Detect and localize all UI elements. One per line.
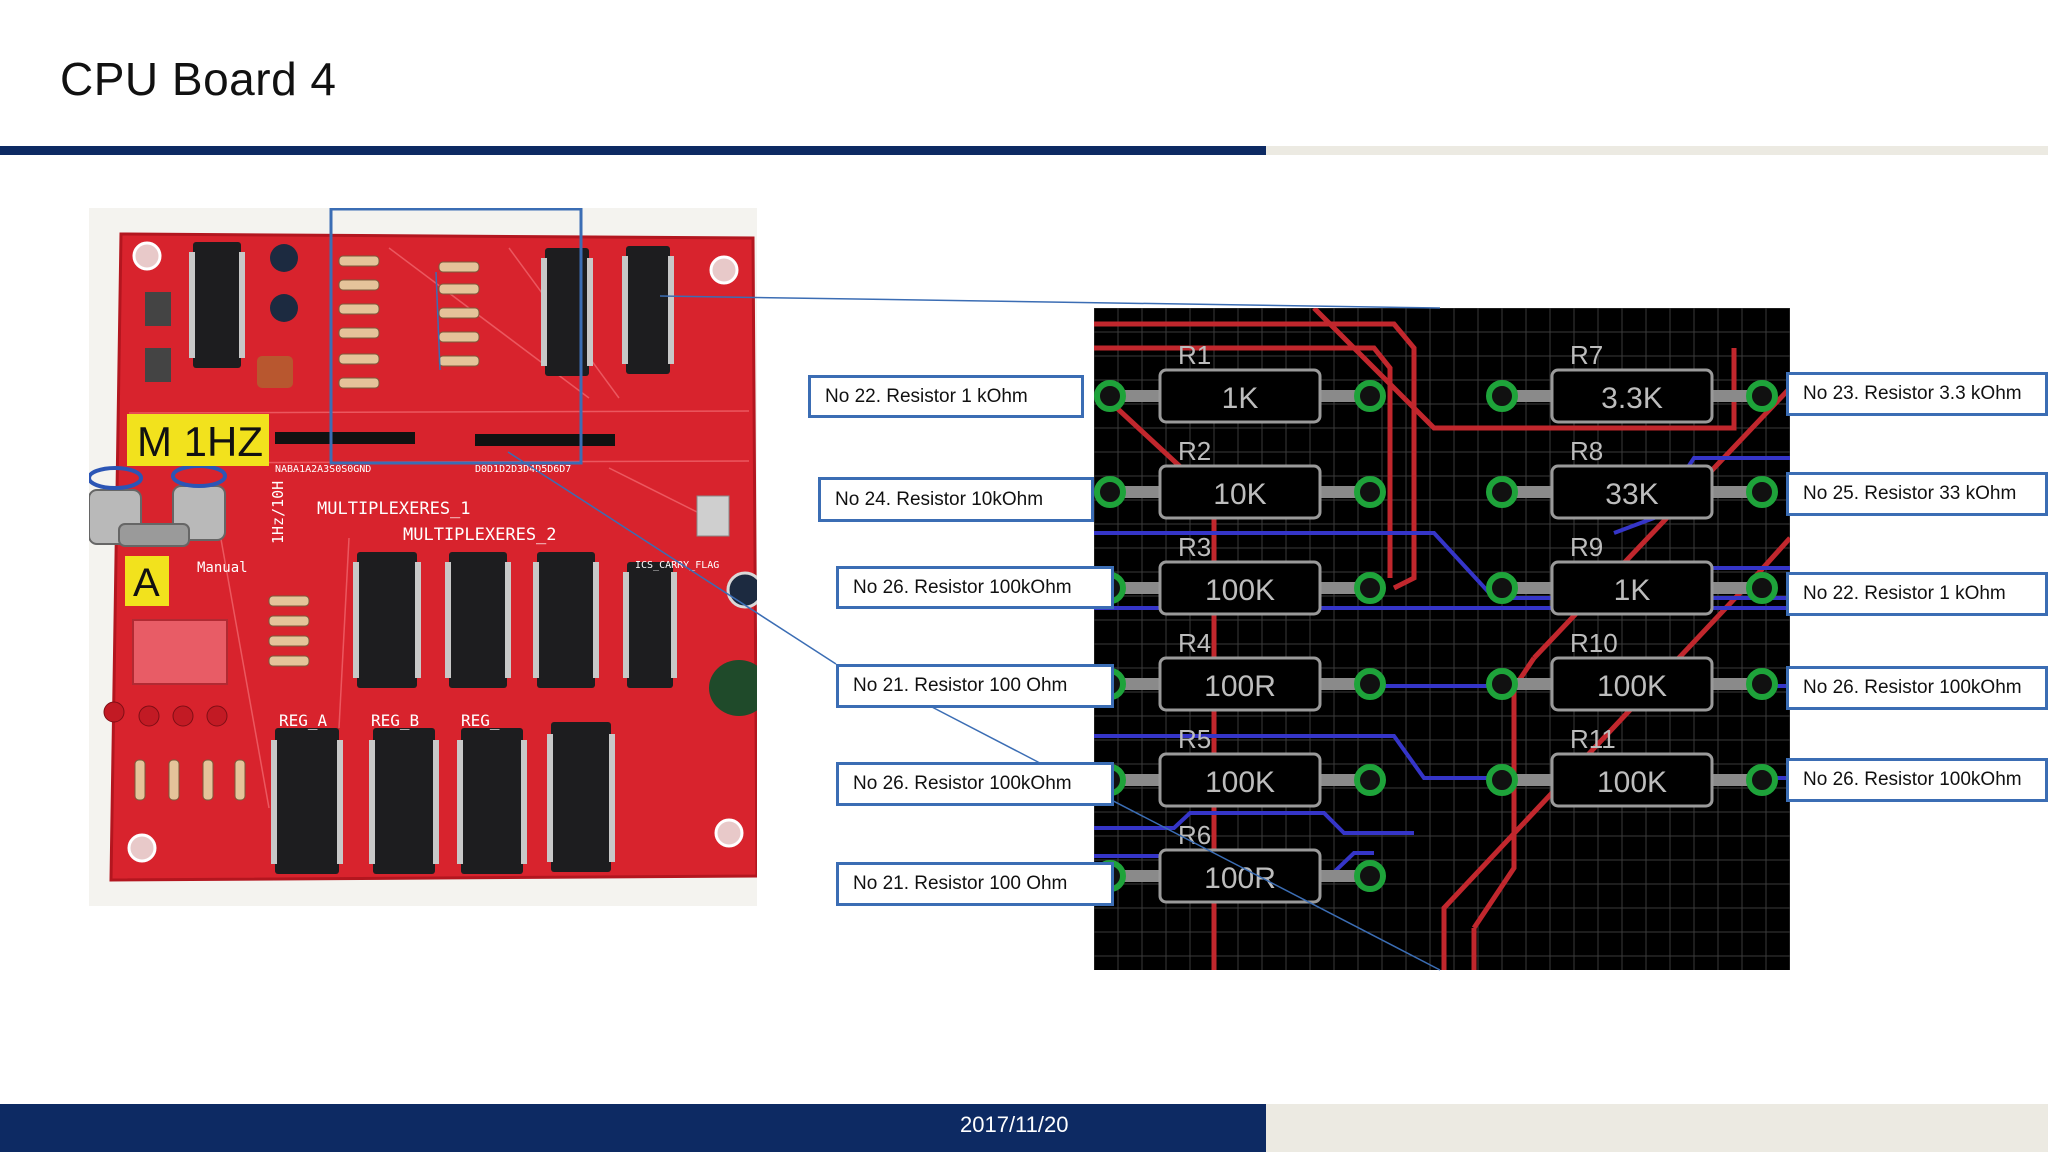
silk-reg-b: REG_B [371,711,419,730]
silk-pins-a: NABA1A2A3S0S0GND [275,464,371,475]
tape-label-a: A [133,561,160,605]
callout-left-5: No 26. Resistor 100kOhm [836,762,1114,806]
pcb-value-label: 33K [1605,478,1658,511]
pcb-value-label: 100R [1204,862,1276,895]
footer-bar-grey [1266,1104,2048,1152]
pcb-value-label: 100K [1205,766,1275,799]
pcb-value-label: 1K [1222,382,1259,415]
pcb-value-label: 100K [1205,574,1275,607]
pcb-ref-label: R1 [1178,340,1211,370]
callout-left-1: No 22. Resistor 1 kOhm [808,375,1084,418]
silk-clock: 1Hz/10H [269,481,287,544]
footer-bar-blue [0,1104,1266,1152]
pcb-ref-label: R3 [1178,532,1211,562]
callout-right-1: No 23. Resistor 3.3 kOhm [1786,372,2048,416]
footer-date: 2017/11/20 [960,1112,1069,1137]
silk-reg-c: REG_ [461,711,500,730]
pcb-value-label: 100R [1204,670,1276,703]
cpu-board-photo: MULTIPLEXERES_1 MULTIPLEXERES_2 REG_A RE… [89,208,757,906]
pcb-resistor-r10: R10 100K [1486,628,1778,712]
pcb-ref-label: R10 [1570,628,1618,658]
pcb-ref-label: R2 [1178,436,1211,466]
callout-left-2: No 24. Resistor 10kOhm [818,477,1094,522]
pcb-ref-label: R9 [1570,532,1603,562]
callout-left-4: No 21. Resistor 100 Ohm [836,664,1114,708]
pcb-resistor-r3: R3 100K [1094,532,1386,616]
pcb-ref-label: R6 [1178,820,1211,850]
callout-right-3: No 22. Resistor 1 kOhm [1786,572,2048,616]
pcb-value-label: 10K [1213,478,1266,511]
pcb-value-label: 3.3K [1601,382,1663,415]
pcb-ref-label: R5 [1178,724,1211,754]
header-rule-grey [1266,146,2048,155]
pcb-resistor-r7: R7 3.3K [1486,340,1778,424]
tape-label-m1hz: M 1HZ [137,418,263,465]
header-rule-blue [0,146,1266,155]
pcb-resistor-r9: R9 1K [1486,532,1778,616]
pcb-layout: R11KR210KR3100KR4100RR5100KR6100RR73.3KR… [1094,308,1790,970]
pcb-ref-label: R11 [1570,724,1616,754]
silk-pins-d: D0D1D2D3D4D5D6D7 [475,464,571,475]
pcb-resistor-r11: R11 100K [1486,724,1778,808]
callout-right-5: No 26. Resistor 100kOhm [1786,758,2048,802]
callout-left-3: No 26. Resistor 100kOhm [836,566,1114,609]
pcb-value-label: 1K [1614,574,1651,607]
silk-multiplexer-1: MULTIPLEXERES_1 [317,499,471,519]
silk-reg-a: REG_A [279,711,328,730]
pcb-value-label: 100K [1597,766,1667,799]
callout-right-2: No 25. Resistor 33 kOhm [1786,472,2048,516]
pcb-ref-label: R4 [1178,628,1211,658]
slide-title: CPU Board 4 [60,53,337,105]
pcb-ref-label: R8 [1570,436,1603,466]
silk-multiplexer-2: MULTIPLEXERES_2 [403,525,557,545]
pcb-ref-label: R7 [1570,340,1603,370]
silk-manual: Manual [197,560,248,576]
callout-right-4: No 26. Resistor 100kOhm [1786,666,2048,710]
pcb-value-label: 100K [1597,670,1667,703]
callout-left-6: No 21. Resistor 100 Ohm [836,862,1114,906]
silk-carry-flag: ICS_CARRY_FLAG [635,560,719,571]
pcb-resistor-r1: R1 1K [1094,340,1386,424]
